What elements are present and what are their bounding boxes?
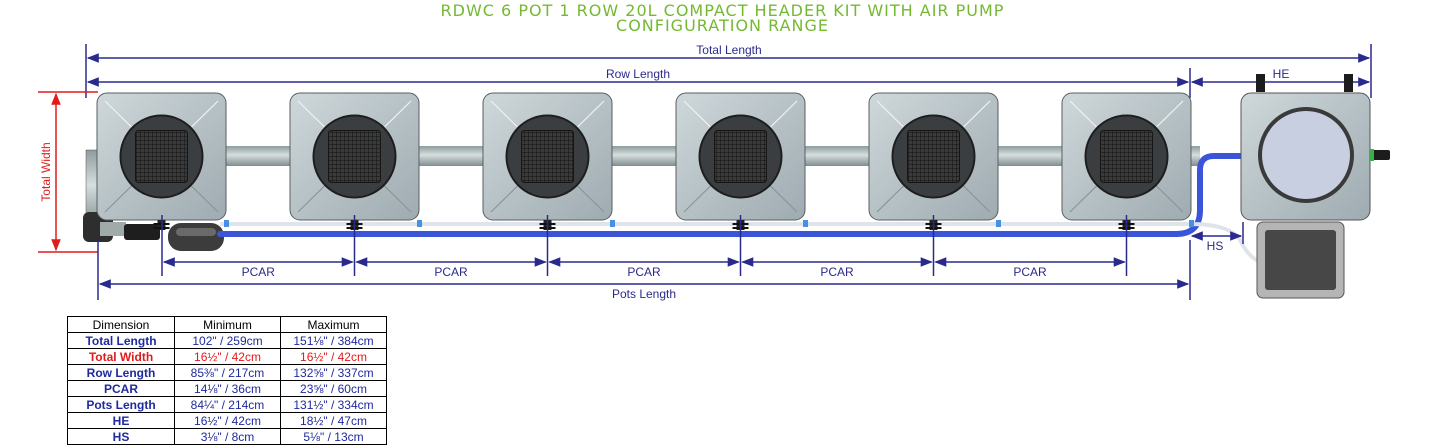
net-pot-icon [521,130,574,183]
header-tank [1240,74,1390,221]
net-pot-icon [328,130,381,183]
row-length-label: Row Length [606,67,670,81]
pot [868,92,1001,230]
pcar-dimensions: PCAR PCAR PCAR PCAR PCAR [161,215,1128,279]
dimensions-table: Dimension Minimum Maximum Total Length 1… [67,316,387,445]
pot [675,92,808,230]
maximum-value: 131½" / 334cm [280,396,387,413]
table-row: Total Length 102" / 259cm 151⅛" / 384cm [67,332,387,349]
dimension-name: Pots Length [67,396,175,413]
pcar-label: PCAR [434,265,468,279]
pots-row [96,92,1194,230]
total-width-label: Total Width [39,142,53,201]
pot [482,92,615,230]
header-right-fitting [1344,74,1353,92]
net-pot-icon [1100,130,1153,183]
pcar-label: PCAR [1013,265,1047,279]
pots-length-label: Pots Length [612,287,676,301]
table-row: HS 3⅛" / 8cm 5⅛" / 13cm [67,428,387,445]
diagram-title-line-2: CONFIGURATION RANGE [616,16,829,35]
dimension-name: HE [67,412,175,429]
diagram-title-line-1: RDWC 6 POT 1 ROW 20L COMPACT HEADER KIT … [440,1,1005,20]
pot [96,92,229,230]
pcar-label: PCAR [242,265,276,279]
air-pump-box [1256,221,1345,299]
hs-dimension: HS [1190,222,1244,253]
table-header-row: Dimension Minimum Maximum [67,316,387,333]
table-row: PCAR 14⅛" / 36cm 23⅝" / 60cm [67,380,387,397]
row-length-dimension: Row Length [86,67,1191,98]
pots-length-dimension: Pots Length [97,240,1191,301]
header-minimum: Minimum [174,316,281,333]
total-length-dimension: Total Length [85,43,1372,98]
minimum-value: 3⅛" / 8cm [174,428,281,445]
minimum-value: 16½" / 42cm [174,412,281,429]
header-maximum: Maximum [280,316,387,333]
header-dimension: Dimension [67,316,175,333]
minimum-value: 14⅛" / 36cm [174,380,281,397]
dimension-name: HS [67,428,175,445]
header-left-fitting [1256,74,1265,92]
he-dimension: HE [1190,67,1371,87]
table-row: HE 16½" / 42cm 18½" / 47cm [67,412,387,429]
table-row: Row Length 85⅜" / 217cm 132⅝" / 337cm [67,364,387,381]
header-outlet-fitting [1370,150,1390,160]
net-pot-icon [714,130,767,183]
pcar-label: PCAR [820,265,854,279]
net-pot-icon [907,130,960,183]
minimum-value: 102" / 259cm [174,332,281,349]
maximum-value: 132⅝" / 337cm [280,364,387,381]
table-row: Pots Length 84¼" / 214cm 131½" / 334cm [67,396,387,413]
hs-label: HS [1207,239,1224,253]
minimum-value: 16½" / 42cm [174,348,281,365]
dimension-name: PCAR [67,380,175,397]
dimension-name: Row Length [67,364,175,381]
blue-hose [217,153,1249,237]
dimension-name: Total Width [67,348,175,365]
total-length-label: Total Length [696,43,761,57]
pot [1061,92,1194,230]
he-label: HE [1273,67,1290,81]
net-pot-icon [135,130,188,183]
air-pump [168,223,224,251]
maximum-value: 5⅛" / 13cm [280,428,387,445]
dimension-name: Total Length [67,332,175,349]
total-width-dimension: Total Width [38,91,98,253]
maximum-value: 23⅝" / 60cm [280,380,387,397]
pot [289,92,422,230]
maximum-value: 16½" / 42cm [280,348,387,365]
maximum-value: 151⅛" / 384cm [280,332,387,349]
table-row: Total Width 16½" / 42cm 16½" / 42cm [67,348,387,365]
minimum-value: 85⅜" / 217cm [174,364,281,381]
minimum-value: 84¼" / 214cm [174,396,281,413]
pcar-label: PCAR [627,265,661,279]
maximum-value: 18½" / 47cm [280,412,387,429]
